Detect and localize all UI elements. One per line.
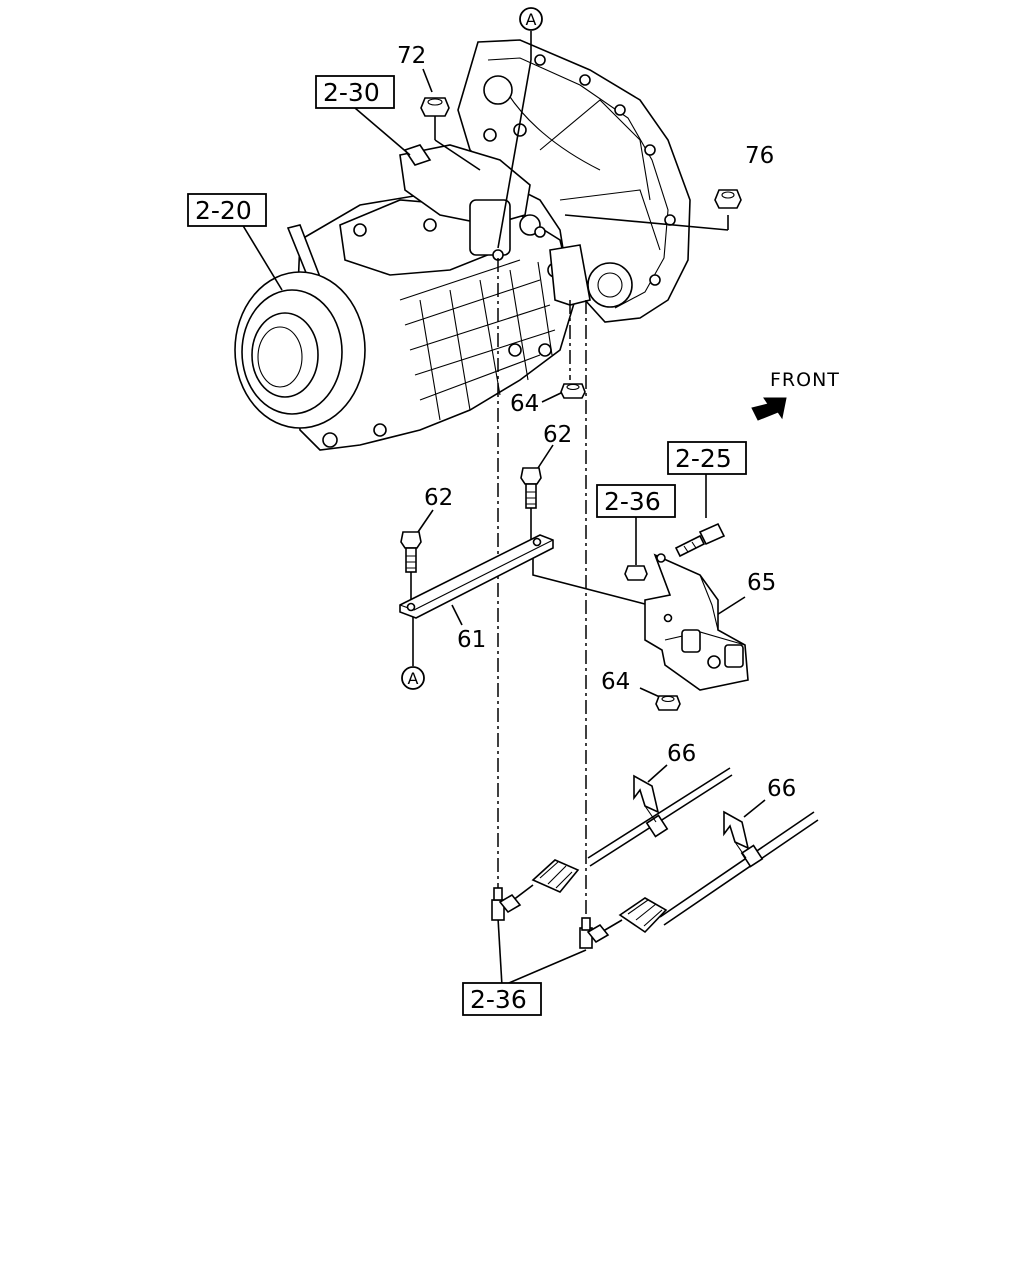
callout-64-lower: 64 xyxy=(601,669,630,695)
ref-2-25-label: 2-25 xyxy=(675,444,732,473)
marker-a-top-label: A xyxy=(526,10,537,29)
nut-2-36 xyxy=(624,565,648,581)
callout-64-upper: 64 xyxy=(510,391,539,417)
ref-2-36-upper-label: 2-36 xyxy=(604,487,661,516)
callout-66-lower: 66 xyxy=(767,776,796,802)
shift-cable-lower xyxy=(579,811,819,949)
transmission-assembly xyxy=(234,39,691,451)
ref-box-2-20: 2-20 xyxy=(187,193,267,227)
ref-2-20-label: 2-20 xyxy=(195,196,252,225)
shift-cable-upper xyxy=(491,767,733,921)
marker-a-bottom-label: A xyxy=(408,669,419,688)
ref-box-2-36-upper: 2-36 xyxy=(596,484,676,518)
strap-61 xyxy=(399,534,554,619)
front-arrow-icon xyxy=(751,397,787,421)
bracket-65 xyxy=(644,553,749,691)
ref-2-30-label: 2-30 xyxy=(323,78,380,107)
bolt-62-left xyxy=(400,531,422,573)
bolt-62-right xyxy=(520,467,542,509)
nut-64-lower xyxy=(655,695,681,711)
callout-66-upper: 66 xyxy=(667,741,696,767)
clip-66-upper xyxy=(633,774,660,823)
nut-76 xyxy=(714,189,742,209)
callout-62-right: 62 xyxy=(543,422,572,448)
callout-61: 61 xyxy=(457,627,486,653)
callout-72: 72 xyxy=(397,43,426,69)
ref-box-2-36-lower: 2-36 xyxy=(462,982,542,1016)
nut-64-upper xyxy=(560,383,586,399)
clip-66-lower xyxy=(723,810,750,859)
callout-76: 76 xyxy=(745,143,774,169)
ref-2-36-lower-label: 2-36 xyxy=(470,985,527,1014)
nut-72 xyxy=(420,97,450,117)
ref-box-2-30: 2-30 xyxy=(315,75,395,109)
callout-65: 65 xyxy=(747,570,776,596)
callout-62-left: 62 xyxy=(424,485,453,511)
marker-a-top: A xyxy=(519,7,543,31)
marker-a-bottom: A xyxy=(401,666,425,690)
leader-lines xyxy=(241,31,766,987)
stud-2-25 xyxy=(674,522,726,558)
front-label: FRONT xyxy=(770,369,840,391)
ref-box-2-25: 2-25 xyxy=(667,441,747,475)
